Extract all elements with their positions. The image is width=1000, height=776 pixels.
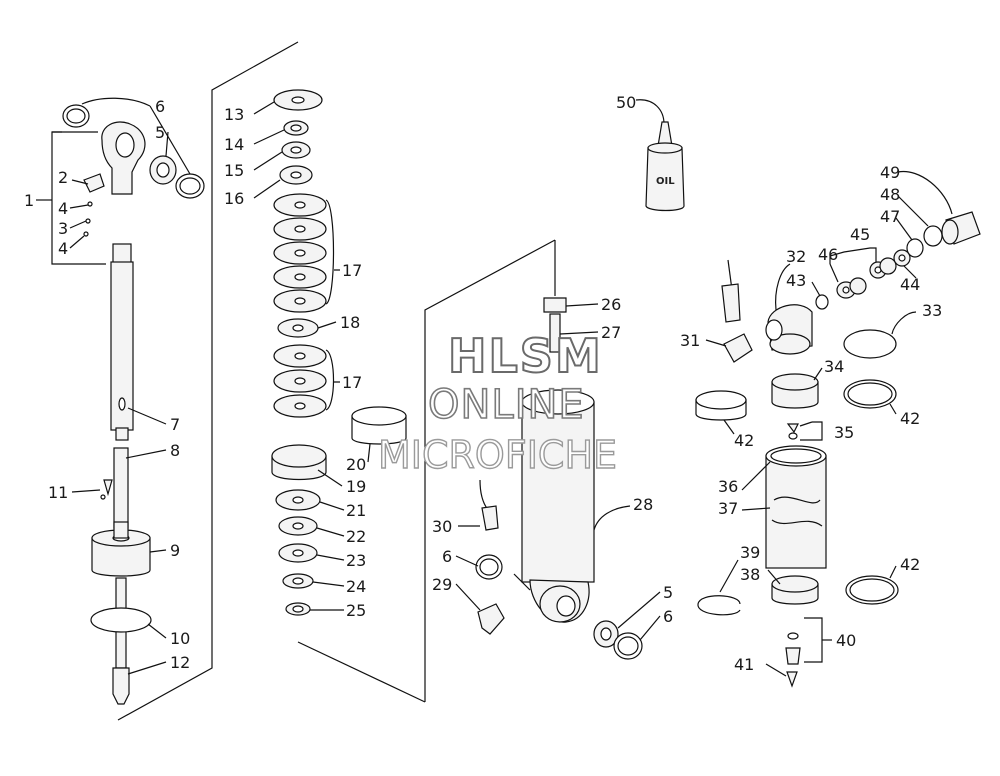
callout-18: 18 <box>340 313 360 332</box>
callout-31: 31 <box>680 331 700 350</box>
callout-34: 34 <box>824 357 844 376</box>
callout-24: 24 <box>346 577 366 596</box>
callout-42-upper-right: 42 <box>900 409 920 428</box>
callout-2: 2 <box>58 168 68 187</box>
reservoir-assembly <box>695 211 981 688</box>
callout-45: 45 <box>850 225 870 244</box>
callout-48: 48 <box>880 185 900 204</box>
callout-47: 47 <box>880 207 900 226</box>
callout-4-upper: 4 <box>58 199 68 218</box>
callout-6-center: 6 <box>442 547 452 566</box>
callout-22: 22 <box>346 527 366 546</box>
callout-19: 19 <box>346 477 366 496</box>
callout-4-lower: 4 <box>58 239 68 258</box>
oil-bottle <box>635 99 685 212</box>
callout-1: 1 <box>24 191 34 210</box>
callout-44: 44 <box>900 275 920 294</box>
callout-41: 41 <box>734 655 754 674</box>
callout-26: 26 <box>601 295 621 314</box>
callout-5-center: 5 <box>663 583 673 602</box>
callout-35: 35 <box>834 423 854 442</box>
callout-17-upper: 17 <box>342 261 362 280</box>
callout-42-left: 42 <box>734 431 754 450</box>
callout-33: 33 <box>922 301 942 320</box>
callout-25: 25 <box>346 601 366 620</box>
callout-38: 38 <box>740 565 760 584</box>
callout-46: 46 <box>818 245 838 264</box>
callout-8: 8 <box>170 441 180 460</box>
callout-39: 39 <box>740 543 760 562</box>
callout-7: 7 <box>170 415 180 434</box>
callout-27: 27 <box>601 323 621 342</box>
leader-lines <box>36 97 953 677</box>
callout-49: 49 <box>880 163 900 182</box>
shim-group-17a <box>273 193 327 313</box>
callout-50: 50 <box>616 93 636 112</box>
callout-21: 21 <box>346 501 366 520</box>
oil-bottle-label: OIL <box>656 176 675 187</box>
watermark-line-3: MICROFICHE <box>378 433 617 477</box>
callout-11: 11 <box>48 483 68 502</box>
callout-28: 28 <box>633 495 653 514</box>
callout-13: 13 <box>224 105 244 124</box>
callout-9: 9 <box>170 541 180 560</box>
callout-32: 32 <box>786 247 806 266</box>
callout-17-lower: 17 <box>342 373 362 392</box>
callout-36: 36 <box>718 477 738 496</box>
panel-frames <box>117 41 556 721</box>
callout-16: 16 <box>224 189 244 208</box>
shim-stack <box>271 89 407 616</box>
callout-labels: 1 2 4 3 4 5 6 7 8 9 10 11 12 13 14 15 16… <box>24 93 942 674</box>
callout-42-lower-right: 42 <box>900 555 920 574</box>
watermark: HLSM ONLINE MICROFICHE <box>377 328 617 478</box>
shaft-assembly <box>62 104 205 705</box>
callout-30: 30 <box>432 517 452 536</box>
callout-14: 14 <box>224 135 244 154</box>
callout-20: 20 <box>346 455 366 474</box>
callout-37: 37 <box>718 499 738 518</box>
callout-40: 40 <box>836 631 856 650</box>
callout-29: 29 <box>432 575 452 594</box>
shim-group-17b <box>273 344 327 418</box>
callout-12: 12 <box>170 653 190 672</box>
shock-body <box>475 240 643 660</box>
callout-43: 43 <box>786 271 806 290</box>
watermark-line-2: ONLINE <box>428 382 585 428</box>
callout-3: 3 <box>58 219 68 238</box>
callout-6-left: 6 <box>155 97 165 116</box>
watermark-line-1: HLSM <box>448 329 603 383</box>
callout-5-left: 5 <box>155 123 165 142</box>
callout-15: 15 <box>224 161 244 180</box>
callout-23: 23 <box>346 551 366 570</box>
callout-10: 10 <box>170 629 190 648</box>
callout-6-center-right: 6 <box>663 607 673 626</box>
